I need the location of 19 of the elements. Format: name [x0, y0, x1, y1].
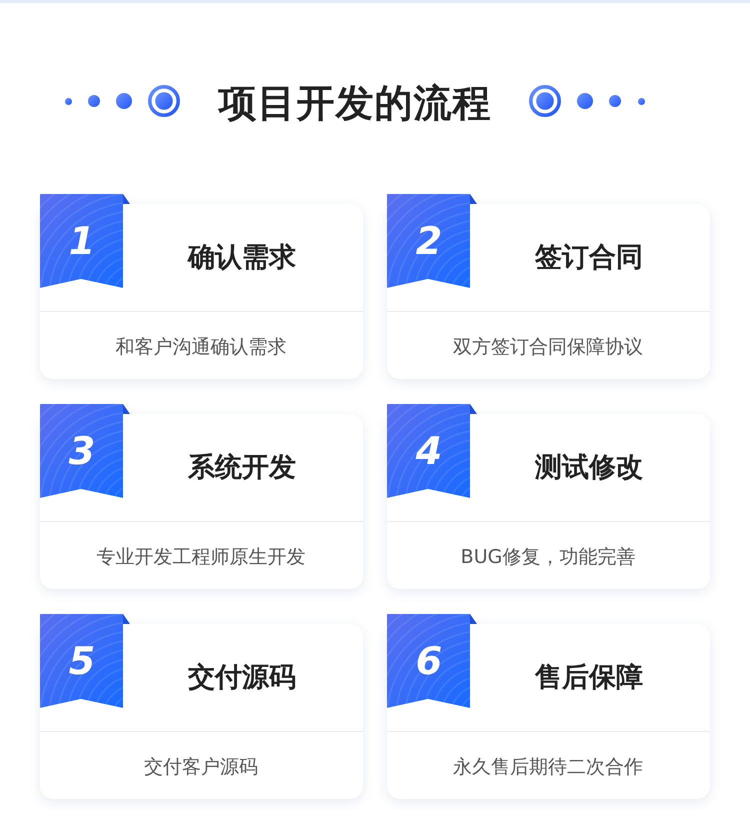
- step-number: 3: [68, 431, 96, 471]
- card-heading: 售后保障: [535, 663, 643, 693]
- step-number: 1: [68, 221, 96, 261]
- step-number: 6: [416, 641, 442, 681]
- page-title: 项目开发的流程: [218, 82, 492, 124]
- card-text: 和客户沟通确认需求: [116, 335, 286, 359]
- card-text: 专业开发工程师原生开发: [96, 545, 306, 569]
- card-text: BUG修复，功能完善: [460, 545, 636, 569]
- card-heading: 签订合同: [535, 243, 643, 273]
- step-number: 4: [416, 431, 442, 471]
- card-text: 双方签订合同保障协议: [453, 335, 643, 359]
- step-number: 5: [68, 641, 96, 681]
- card-heading: 测试修改: [535, 453, 643, 483]
- card-text: 交付客户源码: [144, 755, 258, 779]
- card-heading: 确认需求: [188, 243, 296, 273]
- card-heading: 交付源码: [188, 663, 296, 693]
- card-heading: 系统开发: [188, 453, 296, 483]
- card-text: 永久售后期待二次合作: [453, 755, 643, 779]
- step-number: 2: [416, 221, 442, 261]
